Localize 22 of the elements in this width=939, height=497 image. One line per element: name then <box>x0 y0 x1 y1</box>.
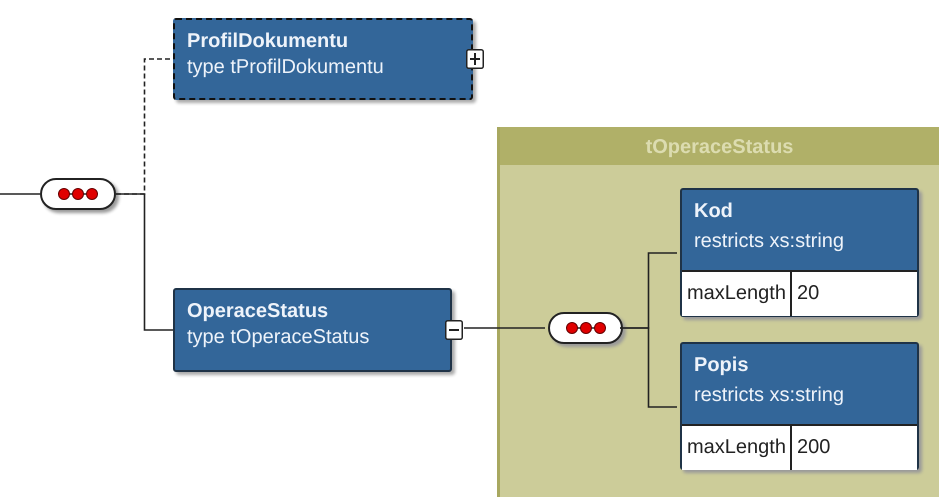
simple-type-box <box>680 342 919 470</box>
connector-line <box>620 327 677 408</box>
complex-type-panel <box>497 127 939 497</box>
element-type: restricts xs:string <box>694 229 846 254</box>
element-type: restricts xs:string <box>694 383 846 408</box>
facet-name: maxLength <box>682 272 792 316</box>
sequence-compositor <box>548 312 623 344</box>
facet-value: 20 <box>796 281 820 306</box>
facet-value: 200 <box>796 435 832 460</box>
element-type: type tProfilDokumentu <box>187 55 385 80</box>
element-type: type tOperaceStatus <box>187 325 370 350</box>
type-name: tOperaceStatus <box>500 127 939 165</box>
element-name: Kod <box>694 199 734 224</box>
sequence-compositor <box>40 178 116 210</box>
element-name: OperaceStatus <box>187 299 330 324</box>
connector-line <box>0 193 40 195</box>
connector-line <box>116 193 173 331</box>
element-name: Popis <box>694 353 750 378</box>
element-name: ProfilDokumentu <box>187 29 350 54</box>
simple-type-box <box>680 188 919 317</box>
facet-name: maxLength <box>682 426 792 470</box>
connector-line <box>464 327 545 329</box>
